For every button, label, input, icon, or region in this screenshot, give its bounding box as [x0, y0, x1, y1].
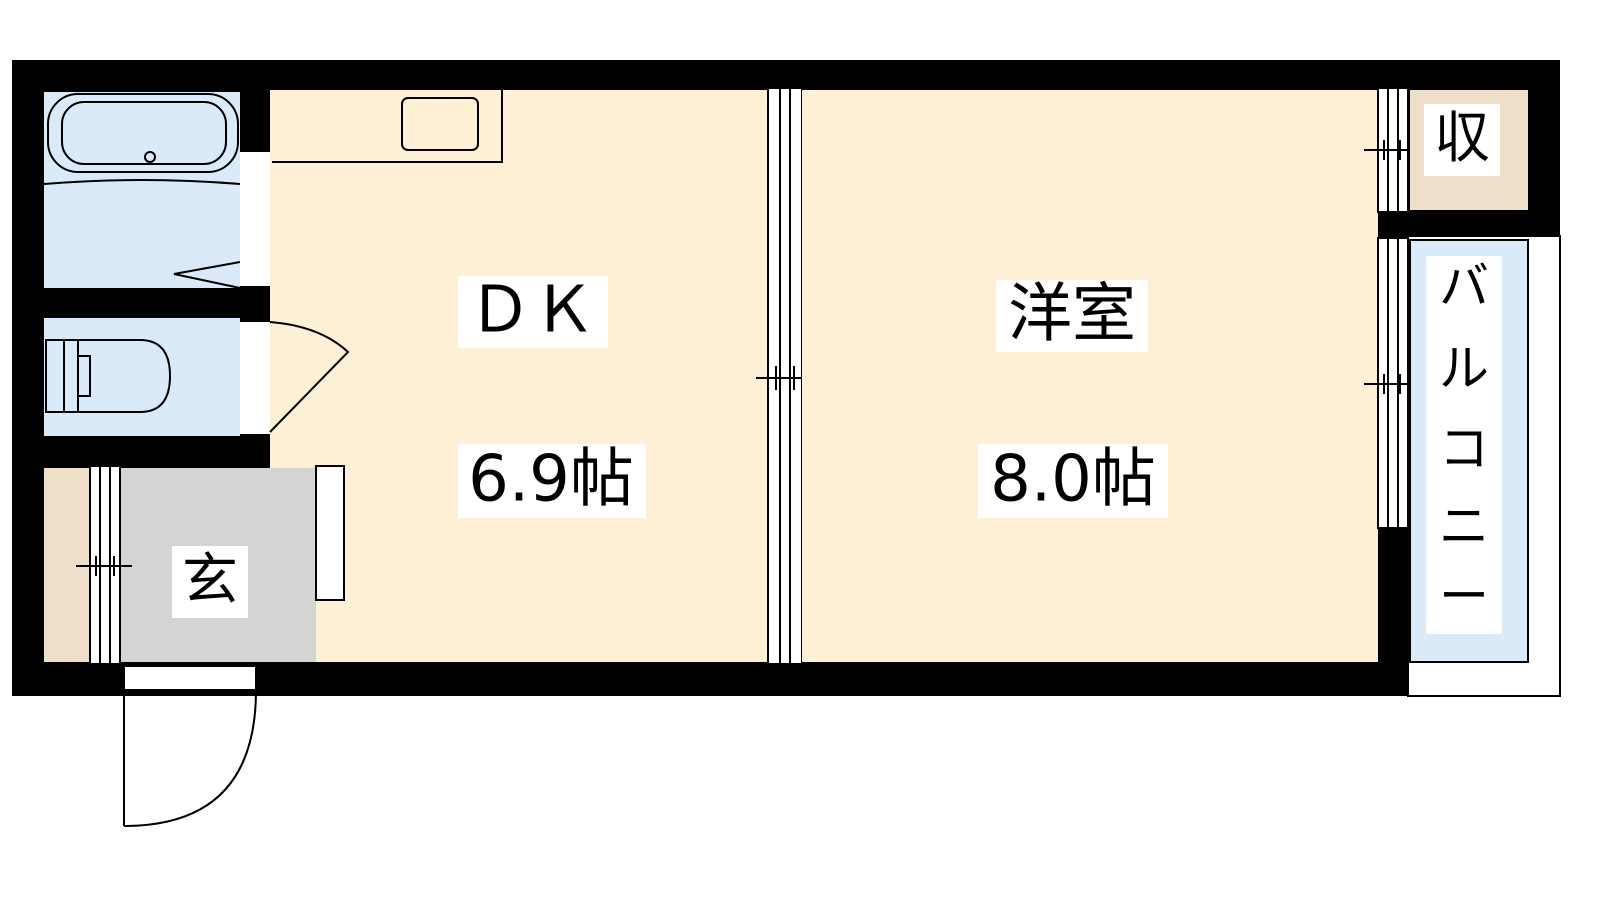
toilet-room [44, 318, 270, 436]
sliding-door-icon [76, 465, 132, 665]
dk-floor-lower-left [345, 436, 770, 662]
balcony-label-char: ー [1439, 568, 1489, 626]
sliding-door-icon [756, 87, 814, 665]
door-swing-icon [123, 665, 257, 827]
dk-room-area: 6.9帖 [468, 443, 634, 517]
balcony-label-char: ニ [1439, 498, 1489, 556]
western-room-area: 8.0帖 [990, 443, 1156, 517]
toilet-floor [44, 318, 240, 436]
door-swing-icon [269, 321, 350, 433]
western-room [802, 90, 1378, 662]
dk-room [269, 90, 770, 662]
western-room-name: 洋室 [1008, 278, 1136, 352]
storage-label: 収 [1434, 106, 1490, 171]
balcony-label-char: バ [1439, 258, 1489, 316]
kitchen-sink-icon [272, 90, 503, 163]
toilet-door-frame [240, 322, 270, 434]
bathroom [43, 92, 270, 289]
balcony-label-char: ル [1439, 340, 1489, 398]
dk-room-name: ＤＫ [468, 274, 596, 348]
entrance [44, 465, 345, 827]
entrance-label: 玄 [182, 548, 238, 613]
western-floor [802, 90, 1378, 662]
balcony-label-char: コ [1439, 420, 1489, 478]
labels: ＤＫ 6.9帖 洋室 8.0帖 収 玄 バ ル コ ニ ー [172, 104, 1502, 634]
bathroom-floor [44, 92, 240, 288]
toilet-icon [45, 339, 172, 413]
entrance-window-frame [315, 465, 345, 601]
bathtub-icon [43, 93, 241, 289]
bath-door-frame [240, 152, 270, 286]
